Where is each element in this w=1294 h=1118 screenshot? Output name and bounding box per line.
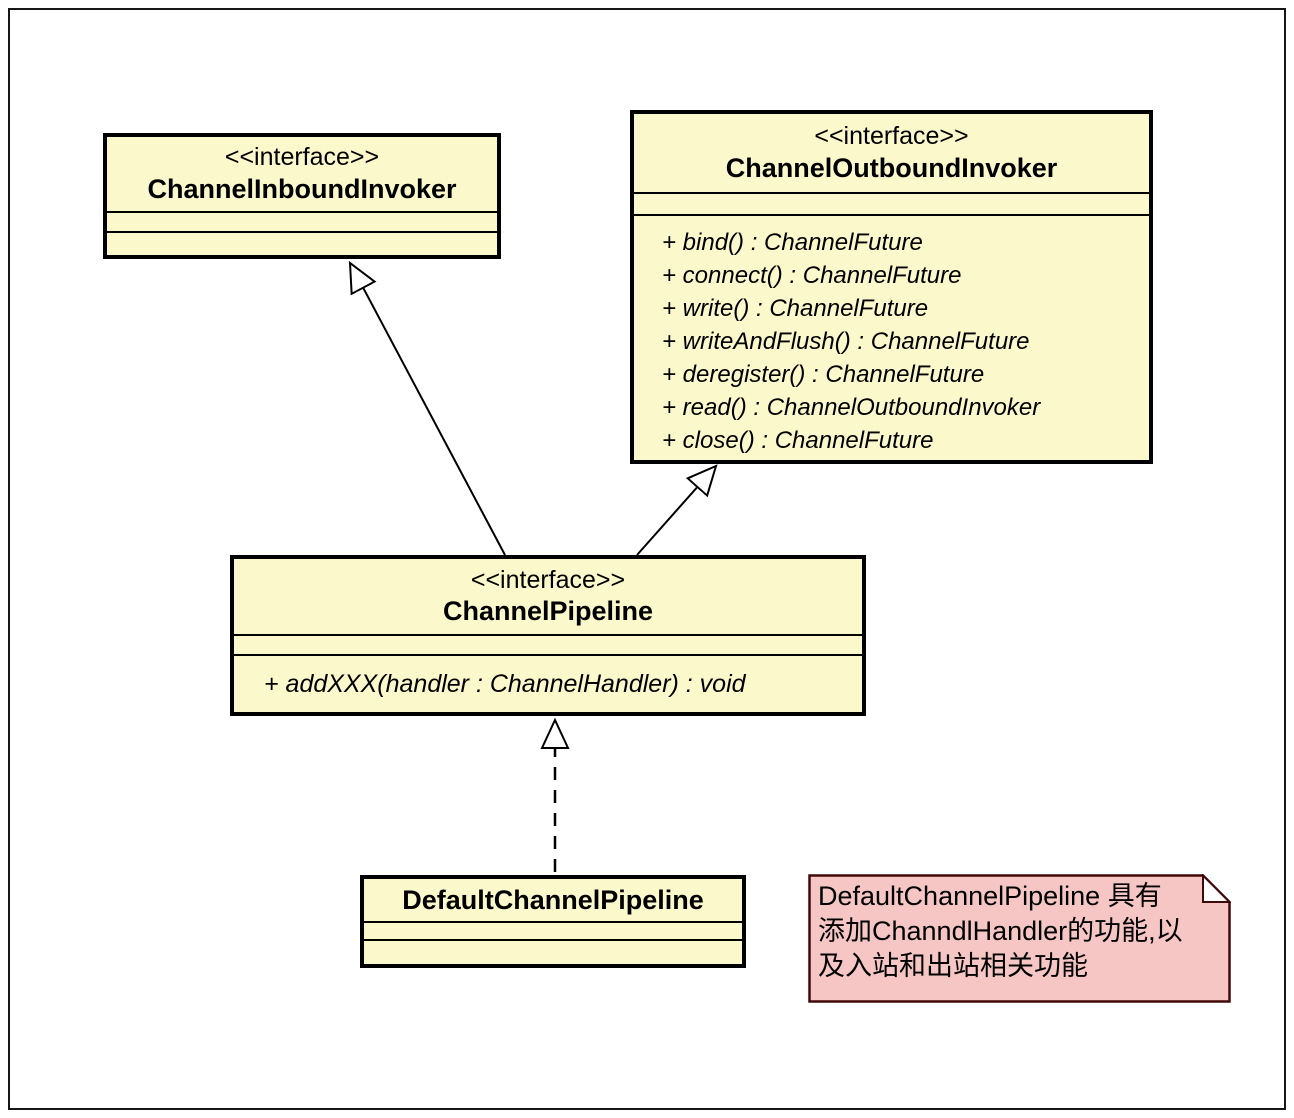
method-write: + write() : ChannelFuture (662, 295, 929, 322)
operations-compartment (107, 231, 497, 255)
method-close: + close() : ChannelFuture (662, 427, 934, 454)
class-title-compartment: <<interface>> ChannelOutboundInvoker (634, 114, 1149, 192)
note-text: DefaultChannelPipeline 具有 添加ChanndlHandl… (818, 879, 1218, 984)
class-box-channel-pipeline: <<interface>> ChannelPipeline + addXXX(h… (230, 555, 866, 716)
class-name: DefaultChannelPipeline (402, 884, 704, 915)
attributes-compartment (107, 211, 497, 231)
class-title-compartment: DefaultChannelPipeline (364, 879, 742, 921)
method-write-and-flush: + writeAndFlush() : ChannelFuture (662, 328, 1030, 355)
class-name: ChannelInboundInvoker (147, 173, 457, 204)
method-bind: + bind() : ChannelFuture (662, 229, 923, 256)
note-shape (808, 873, 1232, 1003)
note-body (808, 874, 1231, 1003)
operations-compartment: + addXXX(handler : ChannelHandler) : voi… (234, 654, 862, 712)
class-box-channel-outbound-invoker: <<interface>> ChannelOutboundInvoker + b… (630, 110, 1153, 464)
generalization-arrow-pipeline-to-outbound (636, 464, 718, 556)
note-line: 及入站和出站相关功能 (818, 951, 1088, 981)
note-line: DefaultChannelPipeline 具有 (818, 881, 1162, 911)
class-name: ChannelOutboundInvoker (725, 152, 1058, 183)
class-name: ChannelPipeline (442, 596, 654, 627)
class-box-channel-inbound-invoker: <<interface>> ChannelInboundInvoker (103, 133, 501, 259)
attributes-compartment (234, 634, 862, 654)
class-title-compartment: <<interface>> ChannelInboundInvoker (107, 137, 497, 211)
class-title-compartment: <<interface>> ChannelPipeline (234, 559, 862, 634)
note-fold-corner-icon (1202, 873, 1232, 903)
method-add-xxx: + addXXX(handler : ChannelHandler) : voi… (264, 669, 746, 698)
operations-compartment (364, 939, 742, 964)
attributes-compartment (364, 921, 742, 939)
operations-compartment: + bind() : ChannelFuture + connect() : C… (634, 214, 1149, 460)
method-deregister: + deregister() : ChannelFuture (662, 361, 985, 388)
note-line: 添加ChanndlHandler的功能,以 (818, 916, 1183, 946)
uml-note: DefaultChannelPipeline 具有 添加ChanndlHandl… (808, 873, 1232, 1003)
generalization-arrow-pipeline-to-inbound (348, 260, 506, 556)
method-read: + read() : ChannelOutboundInvoker (662, 394, 1041, 421)
class-box-default-channel-pipeline: DefaultChannelPipeline (360, 875, 746, 968)
stereotype-label: <<interface>> (814, 122, 969, 151)
attributes-compartment (634, 192, 1149, 214)
diagram-outer-frame (8, 8, 1286, 1110)
stereotype-label: <<interface>> (470, 565, 626, 594)
method-connect: + connect() : ChannelFuture (662, 262, 962, 289)
stereotype-label: <<interface>> (224, 143, 380, 172)
